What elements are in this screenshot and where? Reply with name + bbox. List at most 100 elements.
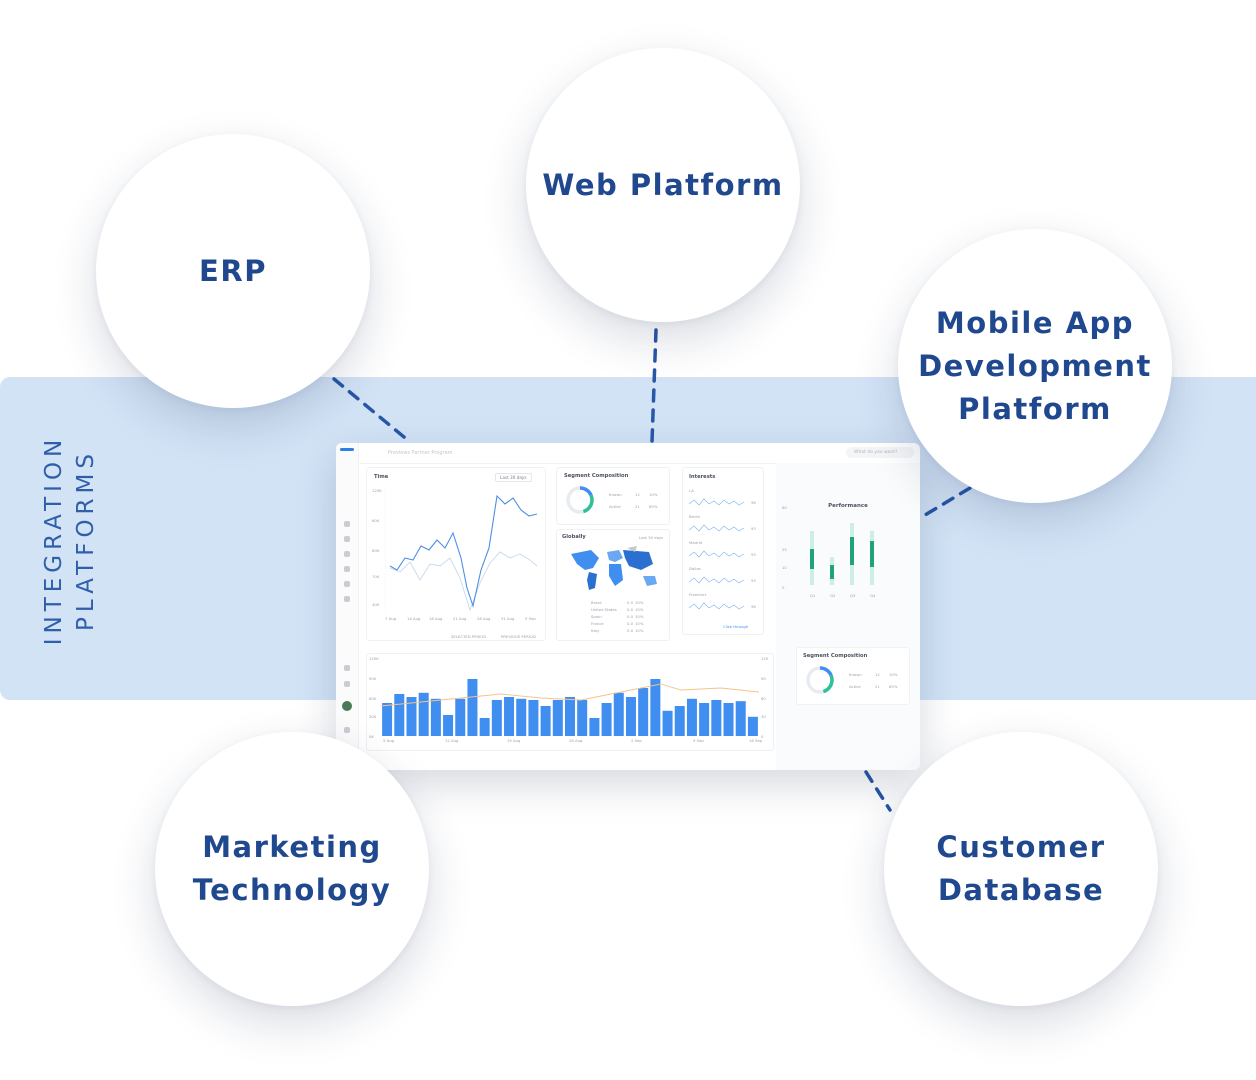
globally-card: Globally Last 30 days Brazil 0.0 10% Uni… xyxy=(556,529,670,641)
right-pane: Performance 60 25 10 0 Q1 Q2 Q3 Q4 Segme… xyxy=(776,463,920,770)
bottom-y-left-tick: 120K xyxy=(369,656,379,661)
click-through-link[interactable]: Click through xyxy=(723,624,749,629)
bottom-bar xyxy=(418,692,429,736)
bottom-y-left-tick: 90K xyxy=(369,676,377,681)
dashboard-search-input[interactable]: What do you want? xyxy=(846,447,914,458)
performance-title: Performance xyxy=(828,503,868,509)
time-x-tick: 28 Aug xyxy=(477,616,491,621)
user-icon[interactable] xyxy=(344,566,350,572)
node-mobile-line: Platform xyxy=(958,391,1112,426)
bottom-bar xyxy=(504,697,515,736)
time-range-select[interactable]: Last 30 days xyxy=(495,473,532,482)
bottom-x-tick: 19 Aug xyxy=(507,738,521,743)
bottom-bar-chart xyxy=(381,679,759,736)
perf-bar xyxy=(830,565,834,579)
dashboard-preview: Previews Partner Program What do you wan… xyxy=(336,443,920,770)
country-label: Brazil xyxy=(591,600,602,605)
interest-val: 93 xyxy=(751,526,756,531)
segment-card-2-title: Segment Composition xyxy=(803,653,868,659)
node-web-platform: Web Platform xyxy=(526,48,800,322)
bottom-bar xyxy=(406,697,417,736)
list-icon[interactable] xyxy=(344,536,350,542)
dashboard-sidebar xyxy=(336,443,359,770)
country-val: 0.0 xyxy=(627,614,634,619)
node-marketing-line: Marketing xyxy=(202,830,382,864)
segment-row-count: 12 xyxy=(635,492,640,497)
country-label: United States xyxy=(591,607,617,612)
home-icon[interactable] xyxy=(344,521,350,527)
node-customer-line: Customer xyxy=(936,830,1106,864)
bottom-y-right-tick: 120 xyxy=(761,656,769,661)
node-erp-line: ERP xyxy=(199,253,267,288)
time-line-chart xyxy=(385,488,538,612)
bottom-bar xyxy=(443,715,454,736)
node-customer-database: Customer Database xyxy=(884,732,1158,1006)
chart-icon[interactable] xyxy=(344,551,350,557)
sparkline xyxy=(689,524,745,532)
bottom-bar xyxy=(625,697,636,736)
country-val: 0.0 xyxy=(627,628,634,633)
bottom-bar xyxy=(479,718,490,736)
interest-label: Madrid xyxy=(689,540,703,545)
avatar[interactable] xyxy=(342,701,352,711)
country-pct: 10% xyxy=(635,628,644,633)
sparkline xyxy=(689,498,745,506)
search-icon[interactable] xyxy=(344,596,350,602)
time-x-tick: 7 Aug xyxy=(385,616,397,621)
globally-range-select[interactable]: Last 30 days xyxy=(639,535,664,540)
interests-card-title: Interests xyxy=(689,474,716,480)
segment-row-label: Known xyxy=(849,672,862,677)
interest-label: Berlin xyxy=(689,514,701,519)
bottom-bar xyxy=(491,700,502,736)
time-x-tick: 14 Aug xyxy=(407,616,421,621)
bottom-bar xyxy=(589,718,600,736)
bottom-y-left-tick: 60K xyxy=(369,696,377,701)
message-icon[interactable] xyxy=(344,665,350,671)
sparkline xyxy=(689,602,745,610)
bottom-bar xyxy=(430,698,441,736)
node-mobile-line: Development xyxy=(918,348,1152,383)
bottom-y-right-tick: 0 xyxy=(761,734,764,739)
perf-y-tick: 10 xyxy=(782,565,787,570)
time-y-tick: 120K xyxy=(372,488,382,493)
segment-card: Segment Composition Known 12 10% Active … xyxy=(556,467,670,525)
bottom-bar xyxy=(747,716,758,736)
bottom-bar xyxy=(723,703,734,736)
segment-card-title: Segment Composition xyxy=(564,473,629,479)
node-erp-label: ERP xyxy=(199,250,267,293)
bottom-x-tick: 26 Aug xyxy=(569,738,583,743)
node-web-platform-label: Web Platform xyxy=(542,164,783,207)
connector-mobile xyxy=(918,486,972,520)
node-customer-line: Database xyxy=(937,873,1105,907)
bottom-bar xyxy=(382,703,393,736)
gear-icon[interactable] xyxy=(344,681,350,687)
bottom-bar xyxy=(686,698,697,736)
dashboard-logo xyxy=(340,448,354,451)
country-pct: 10% xyxy=(635,614,644,619)
perf-bar xyxy=(870,541,874,567)
bottom-bar xyxy=(552,700,563,736)
time-x-tick: 18 Aug xyxy=(429,616,443,621)
bottom-bar xyxy=(455,698,466,736)
dashboard-topbar: Previews Partner Program What do you wan… xyxy=(358,443,920,464)
sparkline xyxy=(689,550,745,558)
perf-bar xyxy=(810,549,814,569)
world-map xyxy=(571,546,657,590)
segment-row-count: 21 xyxy=(875,684,880,689)
segment-row-pct: 85% xyxy=(649,504,658,509)
country-label: France xyxy=(591,621,604,626)
segment-row-label: Known xyxy=(609,492,622,497)
sparkline xyxy=(689,576,745,584)
node-marketing-technology: Marketing Technology xyxy=(155,732,429,1006)
segment-donut-2 xyxy=(806,666,834,694)
bottom-bar xyxy=(711,700,722,736)
phone-icon[interactable] xyxy=(344,727,350,733)
bottom-x-tick: 16 Sep xyxy=(749,738,763,743)
bottom-x-tick: 9 Sep xyxy=(693,738,704,743)
bottom-y-left-tick: 0K xyxy=(369,734,374,739)
country-pct: 10% xyxy=(635,600,644,605)
node-mobile-app-label: Mobile App Development Platform xyxy=(918,302,1152,431)
bar-chart-icon[interactable] xyxy=(344,581,350,587)
country-val: 0.0 xyxy=(627,600,634,605)
selected-period-line xyxy=(389,494,538,609)
